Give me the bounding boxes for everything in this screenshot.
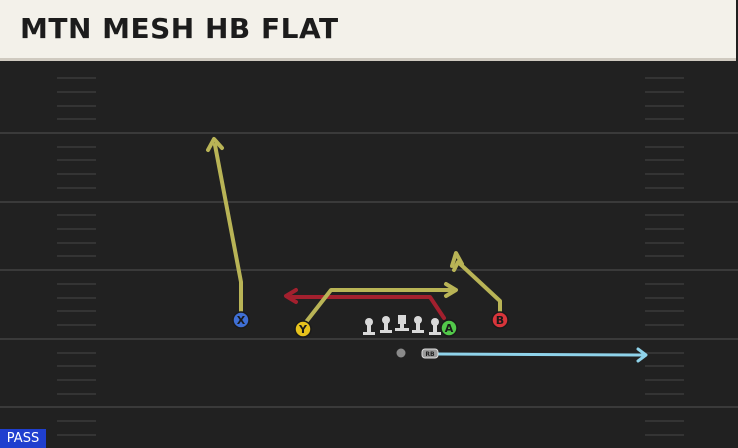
y-route — [304, 288, 452, 324]
hash-marks-right — [645, 77, 684, 436]
a-route-arrowhead — [284, 288, 298, 304]
rb-route — [435, 352, 644, 357]
lineman-icon — [363, 318, 375, 335]
rb-route-arrowhead — [636, 347, 648, 363]
hash-marks-left — [57, 77, 96, 436]
player-a-label: A — [445, 322, 454, 335]
player-x-badge — [232, 311, 250, 329]
player-a-badge — [440, 319, 458, 337]
play-type-badge: PASS — [0, 429, 46, 448]
player-x: X — [232, 311, 250, 329]
yard-lines — [0, 132, 738, 408]
lineman-icon — [412, 316, 424, 333]
b-route-arrowhead — [450, 251, 464, 268]
player-b-badge — [491, 311, 509, 329]
player-rb: RB — [421, 348, 439, 359]
play-title-bar: MTN MESH HB FLAT — [0, 0, 736, 61]
field — [0, 61, 738, 448]
quarterback-marker — [396, 348, 406, 358]
x-route — [213, 143, 243, 316]
player-x-label: X — [237, 314, 246, 327]
a-route — [290, 295, 446, 320]
y-route-arrowhead — [444, 282, 458, 298]
player-b-label: B — [496, 314, 504, 327]
offensive-line — [363, 315, 441, 335]
play-title: MTN MESH HB FLAT — [20, 12, 339, 45]
center-icon — [395, 315, 409, 331]
lineman-icon — [380, 316, 392, 333]
player-y: Y — [294, 320, 312, 338]
rb-label: RB — [425, 351, 435, 358]
b-route — [452, 260, 502, 314]
lineman-icon — [429, 318, 441, 335]
player-y-badge — [294, 320, 312, 338]
player-y-label: Y — [298, 323, 308, 336]
player-a: A — [440, 319, 458, 337]
player-b: B — [491, 311, 509, 329]
x-route-arrowhead — [206, 137, 224, 152]
